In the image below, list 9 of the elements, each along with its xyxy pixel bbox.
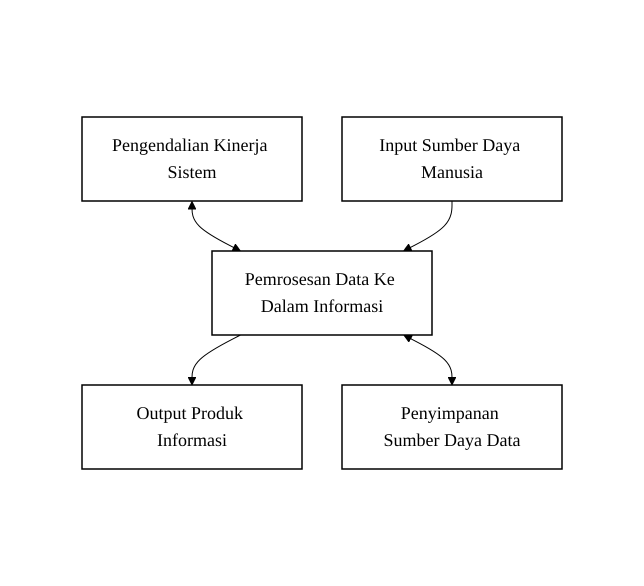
arrow — [188, 334, 241, 386]
arrow — [403, 334, 456, 386]
node-box: Penyimpanan Sumber Daya Data — [341, 384, 563, 470]
node-box: Input Sumber Daya Manusia — [341, 116, 563, 202]
arrow — [403, 200, 452, 252]
node-box: Pengendalian Kinerja Sistem — [81, 116, 303, 202]
node-box: Output Produk Informasi — [81, 384, 303, 470]
node-box: Pemrosesan Data Ke Dalam Informasi — [211, 250, 433, 336]
arrow — [188, 201, 241, 252]
